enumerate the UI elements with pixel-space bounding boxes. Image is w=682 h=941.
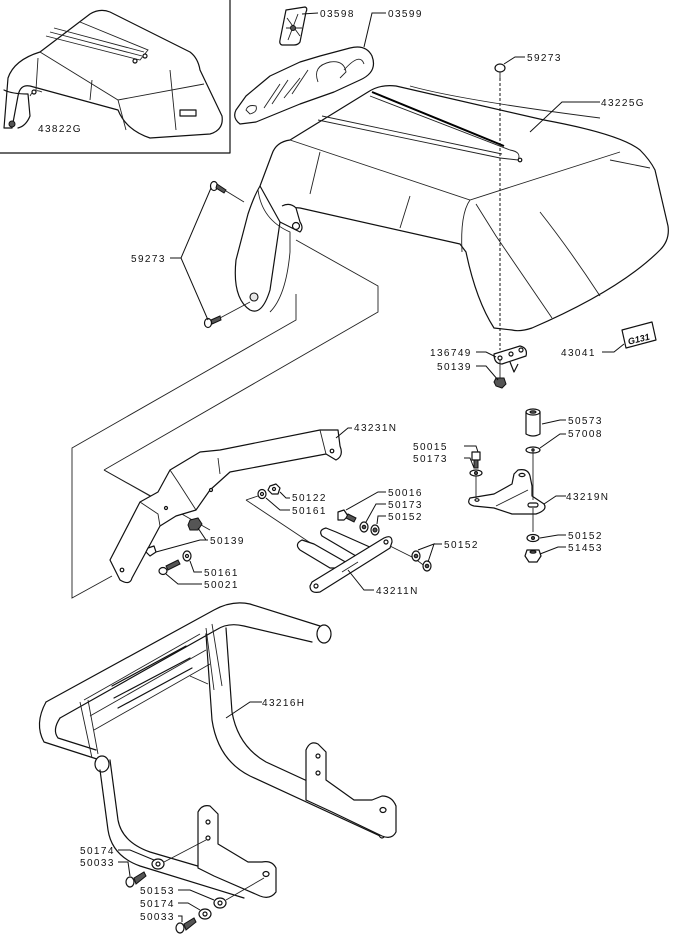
inset-badge: [179, 109, 197, 117]
label-50122: 50122: [292, 493, 327, 504]
label-50173-mid: 50173: [388, 500, 423, 511]
label-136749: 136749: [430, 348, 472, 359]
inset-panel: 43822G: [0, 0, 231, 154]
label-50139-lower: 50139: [210, 536, 245, 547]
washer-50173-mid: 50173: [359, 500, 423, 533]
washers-50152-right: 50152: [389, 540, 479, 572]
inset-label-43822G: 43822G: [38, 124, 82, 135]
label-50152-mid: 50152: [388, 512, 423, 523]
screws-59273-side: 59273: [131, 180, 251, 329]
label-50152-right: 50152: [444, 540, 479, 551]
label-43231N: 43231N: [354, 423, 397, 434]
spacer-50573: 50573: [525, 408, 603, 437]
bolt-50021: 50021: [158, 559, 239, 591]
label-43219N: 43219N: [566, 492, 609, 503]
nut-50139-lower: 50139: [145, 517, 245, 557]
label-50016: 50016: [388, 488, 423, 499]
label-50173-right: 50173: [413, 454, 448, 465]
label-50139-top: 50139: [437, 362, 472, 373]
label-03598: 03598: [320, 9, 355, 20]
label-50161-lower: 50161: [204, 568, 239, 579]
label-50174-upper: 50174: [80, 846, 115, 857]
screw-59273-top: 59273: [494, 53, 562, 350]
washer-50173-right: 50173: [413, 454, 483, 477]
label-50021: 50021: [204, 580, 239, 591]
logo-badge-03599: 03599: [234, 9, 423, 125]
front-bracket-43231N: 43231N: [109, 423, 397, 584]
washer-50152-right-plate: 50152: [526, 531, 603, 543]
bracket-plate-136749: 136749 50139: [430, 345, 527, 389]
label-50015: 50015: [413, 442, 448, 453]
label-51453: 51453: [568, 543, 603, 554]
inset-top-case-drawing: [3, 9, 223, 139]
washer-50161-upper: 50161: [245, 488, 327, 549]
label-50573: 50573: [568, 416, 603, 427]
washer-50153: 50153: [140, 877, 265, 909]
label-59273-top: 59273: [527, 53, 562, 64]
emblem-sticker-03598: 03598: [279, 6, 355, 46]
label-43225G: 43225G: [601, 98, 645, 109]
label-50161-upper: 50161: [292, 506, 327, 517]
bolt-50033-lower: 50033: [140, 912, 197, 934]
washer-50174-lower: 50174: [140, 899, 212, 920]
label-57008: 57008: [568, 429, 603, 440]
label-03599: 03599: [388, 9, 423, 20]
label-50153: 50153: [140, 886, 175, 897]
top-case-shell-43225G: 43225G: [234, 85, 669, 332]
washer-50152-mid: 50152: [370, 512, 423, 536]
label-50033-upper: 50033: [80, 858, 115, 869]
washer-50174-upper: 50174: [80, 839, 207, 870]
label-43041: 43041: [561, 348, 596, 359]
bolt-50015: 50015: [413, 442, 481, 469]
label-59273-side: 59273: [131, 254, 166, 265]
nut-51453: 51453: [524, 543, 603, 563]
rack-frame-43216H: 43216H: [38, 602, 397, 899]
label-50033-lower: 50033: [140, 912, 175, 923]
badge-43041: G131 43041: [561, 321, 657, 359]
label-43216H: 43216H: [262, 698, 305, 709]
side-plate-43219N: 43219N: [468, 452, 609, 532]
washer-50161-lower: 50161: [182, 550, 239, 579]
bolt-50016: 50016: [337, 488, 423, 523]
nut-50122: 50122: [267, 483, 327, 504]
washer-57008: 57008: [525, 429, 603, 454]
bolt-50033-upper: 50033: [80, 858, 147, 888]
label-50152-plate: 50152: [568, 531, 603, 542]
label-50174-lower: 50174: [140, 899, 175, 910]
label-43211N: 43211N: [376, 586, 419, 597]
link-bracket-43211N: 43211N: [296, 527, 419, 597]
